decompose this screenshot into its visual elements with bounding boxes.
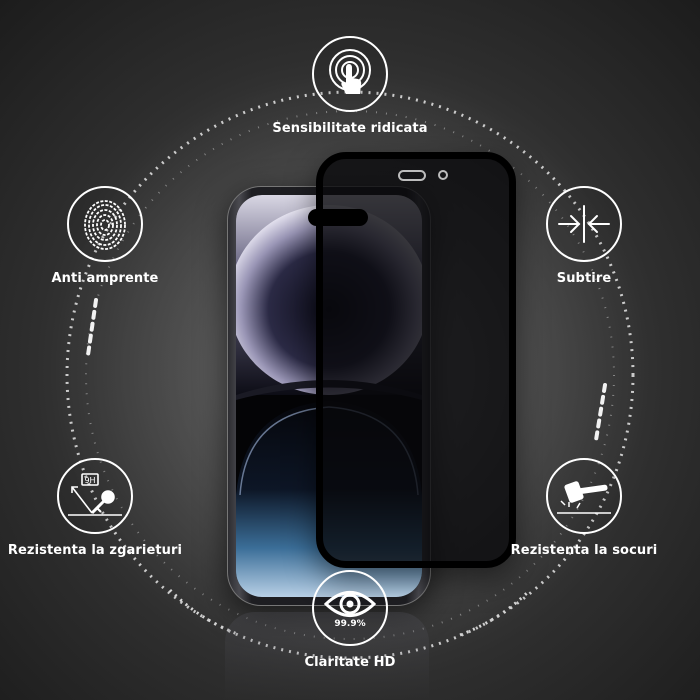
feature-sensitivity: Sensibilitate ridicata (272, 36, 428, 136)
hammer-icon (546, 458, 622, 534)
feature-fingerprint: Anti amprente (40, 186, 170, 286)
feature-label: Anti amprente (51, 271, 159, 286)
dynamic-island (308, 209, 368, 226)
feature-label: Claritate HD (304, 655, 396, 670)
fingerprint-icon (67, 186, 143, 262)
touch-icon (312, 36, 388, 112)
scratch-key-icon: 9H (57, 458, 133, 534)
speaker-cutout (398, 170, 426, 181)
feature-label: Sensibilitate ridicata (272, 121, 428, 136)
feature-label: Rezistenta la zgarieturi (7, 543, 183, 558)
feature-shock: Rezistenta la socuri (504, 458, 664, 558)
camera-cutout (438, 170, 448, 180)
hardness-text: 9H (84, 476, 95, 485)
thin-arrows-icon (546, 186, 622, 262)
eye-icon: 99.9% (312, 570, 388, 646)
feature-clarity: 99.9% Claritate HD (296, 570, 404, 670)
clarity-percentage: 99.9% (334, 619, 366, 629)
feature-label: Rezistenta la socuri (510, 543, 658, 558)
feature-label: Subtire (556, 271, 612, 286)
feature-thin: Subtire (524, 186, 644, 286)
feature-scratch: 9H Rezistenta la zgarieturi (4, 458, 186, 558)
